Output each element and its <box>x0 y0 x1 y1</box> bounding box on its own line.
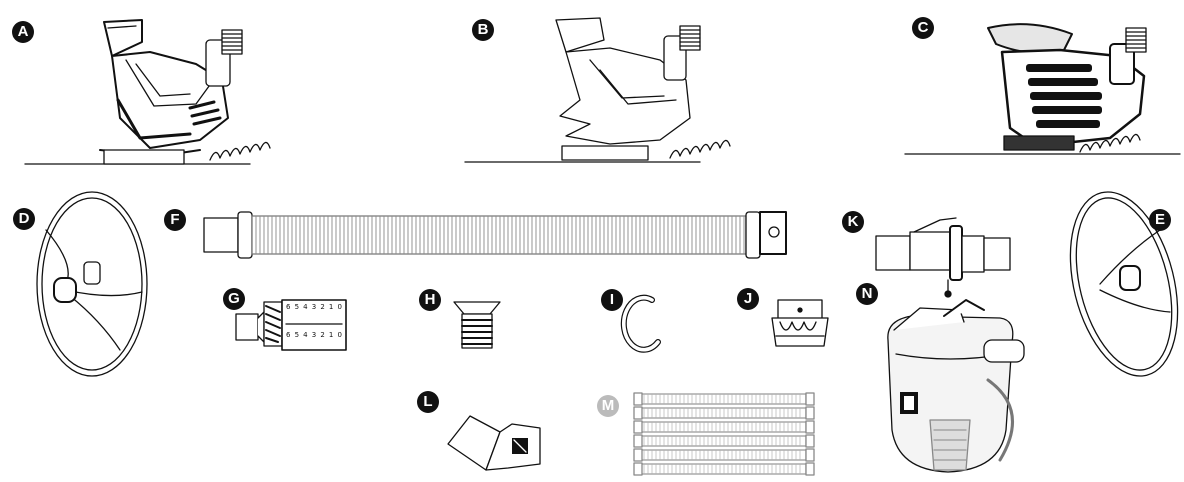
label-c: C <box>912 17 934 39</box>
label-m: M <box>597 395 619 417</box>
hose-stack-m-illustration <box>633 392 815 476</box>
label-g: G <box>223 288 245 310</box>
connector-k-illustration <box>875 217 1011 298</box>
label-i: I <box>601 289 623 311</box>
label-d: D <box>13 208 35 230</box>
gauge-mark: 4 <box>303 331 308 339</box>
cleaner-a-illustration <box>24 19 271 165</box>
disc-d-illustration <box>36 191 148 377</box>
gauge-mark: 3 <box>311 331 317 339</box>
gauge-mark: 3 <box>311 303 317 311</box>
gauge-mark: 1 <box>328 331 334 339</box>
valve-g-illustration <box>235 299 347 351</box>
label-j: J <box>737 288 759 310</box>
label-h: H <box>419 289 441 311</box>
gauge-mark: 2 <box>320 303 325 311</box>
cleaner-b-illustration <box>464 17 731 163</box>
gauge-mark: 2 <box>320 331 325 339</box>
disc-e-illustration <box>1069 191 1179 377</box>
label-f: F <box>164 209 186 231</box>
gauge-mark: 6 <box>286 331 291 339</box>
adapter-h-illustration <box>453 301 501 349</box>
label-n: N <box>856 283 878 305</box>
gauge-mark: 5 <box>294 303 300 311</box>
canister-n-illustration <box>887 299 1025 473</box>
cleaner-c-illustration <box>904 23 1181 155</box>
gauge-mark: 6 <box>286 303 291 311</box>
label-k: K <box>842 211 864 233</box>
c-ring-i-illustration <box>620 294 661 353</box>
gauge-mark: 0 <box>337 331 342 339</box>
valve-gauge-top-row: 6 5 4 3 2 1 0 <box>286 303 342 312</box>
valve-gauge-bottom-row: 6 5 4 3 2 1 0 <box>286 331 342 340</box>
label-l: L <box>417 391 439 413</box>
elbow-l-illustration <box>447 415 541 471</box>
gauge-mark: 0 <box>337 303 342 311</box>
label-e: E <box>1149 209 1171 231</box>
gauge-mark: 4 <box>303 303 308 311</box>
gauge-mark: 5 <box>294 331 300 339</box>
hose-f-illustration <box>203 211 787 259</box>
label-b: B <box>472 19 494 41</box>
clip-j-illustration <box>771 299 829 347</box>
label-a: A <box>12 21 34 43</box>
gauge-mark: 1 <box>328 303 334 311</box>
